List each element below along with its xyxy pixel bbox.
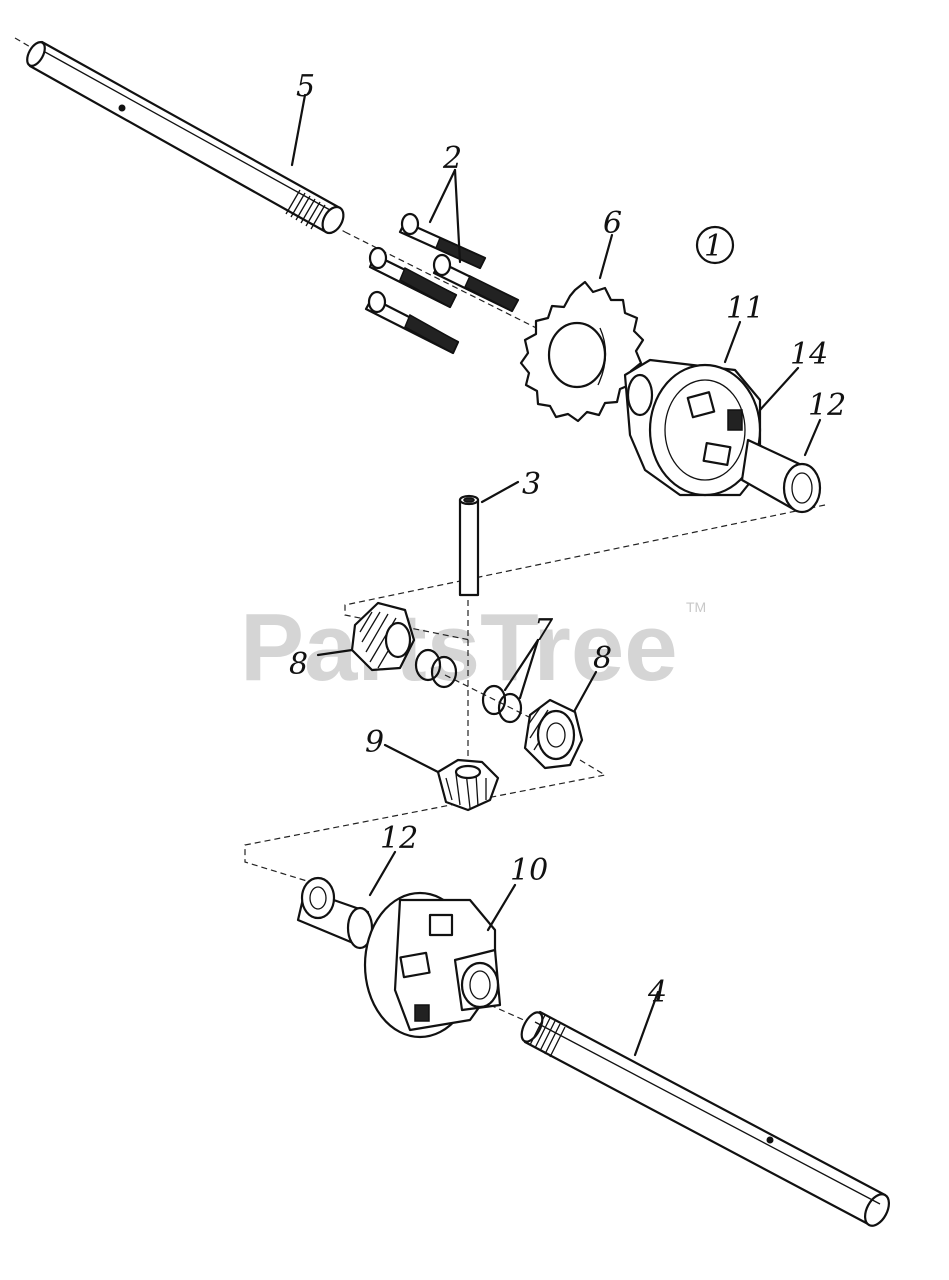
watermark-text: PartsTree [240, 594, 678, 701]
part-11-right-housing [623, 320, 800, 497]
part-8-side-gear-right [523, 670, 598, 770]
callout-8-right: 8 [593, 641, 612, 676]
bolt [432, 253, 520, 313]
watermark-trademark: TM [686, 599, 706, 615]
part-7-washers [414, 638, 540, 724]
callout-6: 6 [603, 206, 622, 241]
callout-9: 9 [365, 725, 384, 760]
callout-3: 3 [522, 467, 541, 502]
part-8-side-gear-left [316, 601, 416, 672]
part-10-left-housing [363, 883, 517, 1039]
part-6-sprocket [519, 233, 645, 423]
part-3-cross-pin [458, 480, 520, 597]
callout-5: 5 [296, 69, 315, 104]
callout-10: 10 [510, 853, 548, 888]
callout-12-lower: 12 [380, 821, 418, 856]
bolt [368, 246, 458, 309]
callout-8-left: 8 [289, 647, 308, 682]
group-marker [695, 225, 735, 265]
callout-7: 7 [534, 613, 554, 648]
assembly-lines [14, 37, 826, 1026]
callout-4: 4 [647, 975, 667, 1010]
part-5-left-axle [26, 40, 345, 235]
part-2-bolts [364, 168, 520, 355]
bolt [364, 290, 460, 355]
part-9-pinion-gear [383, 743, 500, 812]
part-4-right-axle [520, 990, 891, 1227]
callout-12-upper: 12 [808, 388, 846, 423]
callout-14: 14 [790, 337, 828, 372]
part-12-bushing-upper [740, 418, 822, 514]
callout-group: 1 [704, 229, 723, 264]
callout-labels: 1 2 3 4 5 6 7 8 8 9 10 11 12 12 14 [289, 69, 846, 1010]
part-12-bushing-lower [296, 850, 397, 950]
watermark: PartsTree TM [240, 594, 706, 701]
callout-11: 11 [726, 291, 764, 326]
callout-2: 2 [442, 141, 462, 176]
